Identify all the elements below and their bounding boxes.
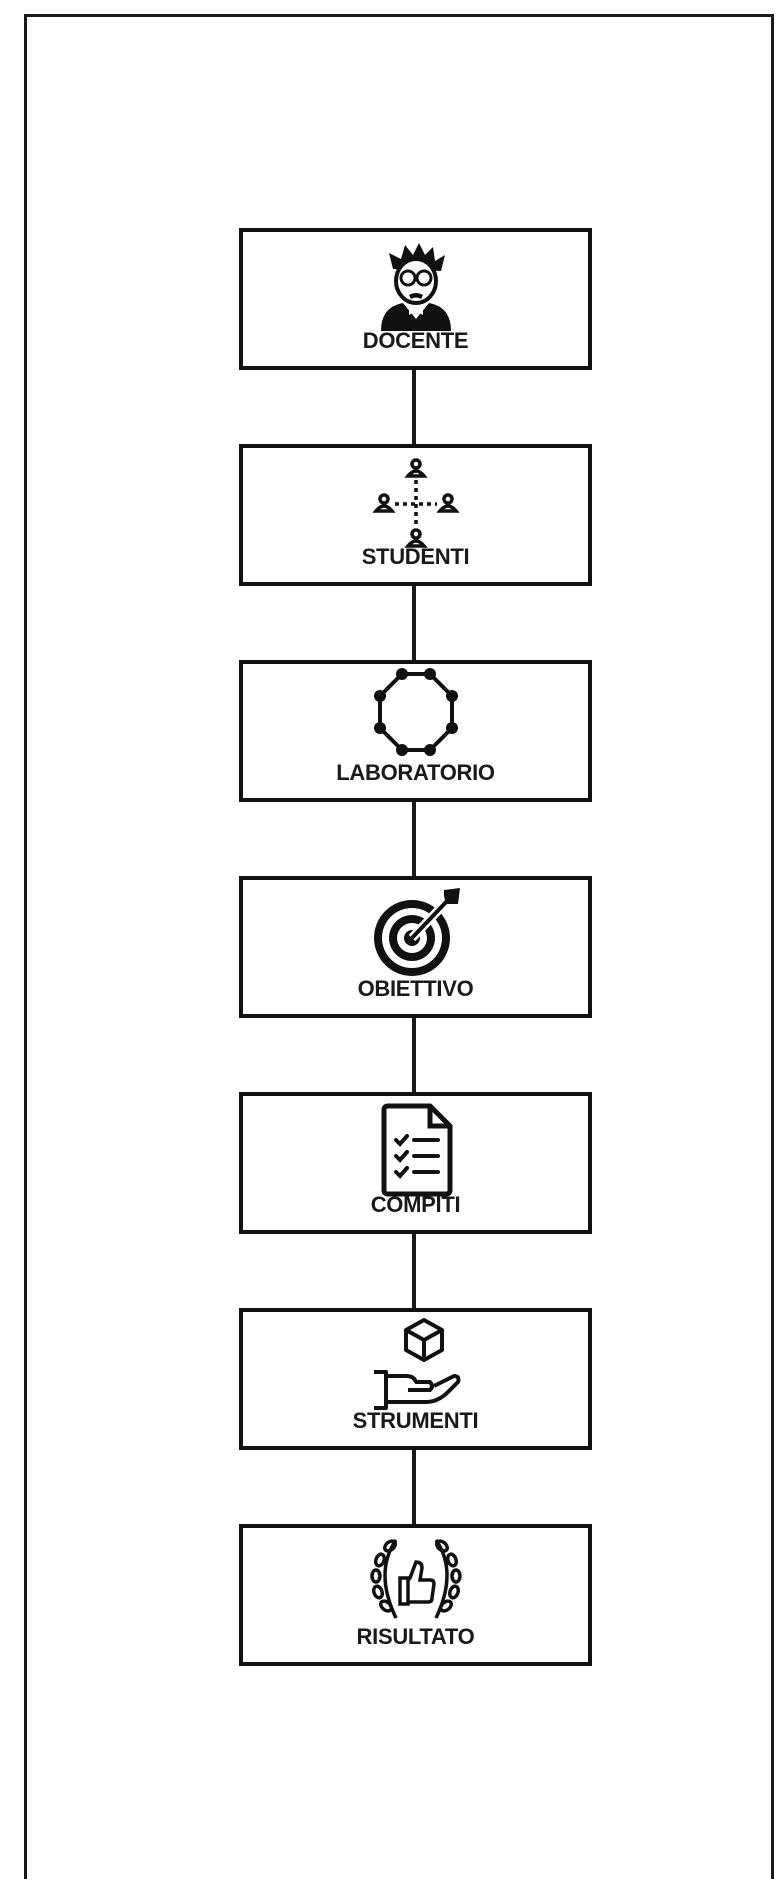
connector-2 [412,586,416,662]
step-docente: DOCENTE [239,228,592,370]
step-label: DOCENTE [362,328,469,353]
connector-5 [412,1234,416,1310]
step-obiettivo: OBIETTIVO [239,876,592,1018]
connector-6 [412,1450,416,1526]
octagon-nodes-icon [366,668,466,768]
step-laboratorio: LABORATORIO [239,660,592,802]
connector-1 [412,370,416,446]
connector-3 [412,802,416,878]
step-label: RISULTATO [356,1624,475,1649]
checklist-document-icon [366,1100,466,1200]
student-network-icon [366,452,466,552]
step-compiti: COMPITI [239,1092,592,1234]
teacher-icon [366,236,466,336]
hand-box-icon [366,1316,466,1416]
diagram-frame [24,14,774,1879]
step-studenti: STUDENTI [239,444,592,586]
step-strumenti: STRUMENTI [239,1308,592,1450]
step-label: OBIETTIVO [357,976,474,1001]
step-label: COMPITI [370,1192,461,1217]
step-label: STRUMENTI [352,1408,479,1433]
target-icon [366,884,466,984]
step-label: STUDENTI [361,544,470,569]
step-risultato: RISULTATO [239,1524,592,1666]
connector-4 [412,1018,416,1094]
step-label: LABORATORIO [336,760,495,785]
laurel-thumbs-up-icon [366,1532,466,1632]
